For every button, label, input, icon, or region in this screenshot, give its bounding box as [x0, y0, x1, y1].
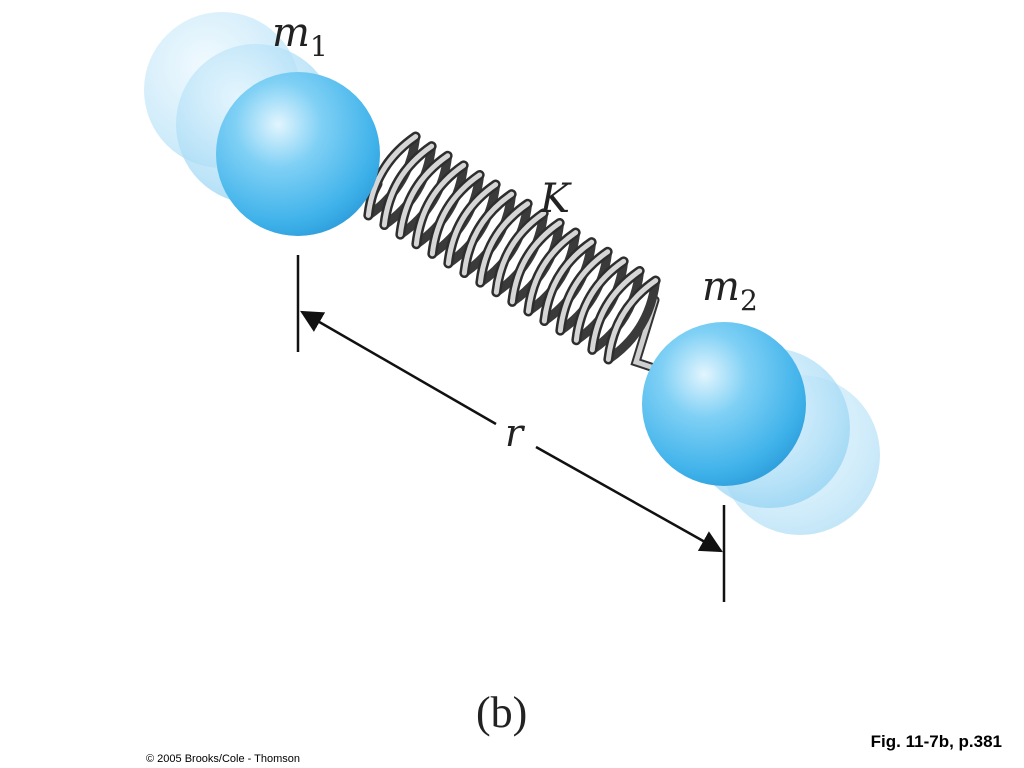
- mass2-label: m2: [702, 264, 758, 317]
- mass1-sphere: [216, 72, 380, 236]
- mass1-label: m1: [272, 10, 328, 63]
- spring: [337, 131, 665, 375]
- separation-arrow-right: [535, 445, 723, 553]
- separation-label: r: [505, 411, 526, 455]
- spring-coil-front: [605, 278, 659, 362]
- spring-coil-front: [477, 201, 531, 286]
- spring-coil-front: [397, 153, 451, 238]
- spring-coil-front: [557, 249, 611, 334]
- spring-coil-front: [541, 239, 595, 324]
- spring-constant-label: K: [539, 176, 572, 222]
- spring-coil-front: [381, 143, 435, 228]
- mass2-sphere: [642, 322, 806, 486]
- spring-coil-front: [525, 230, 579, 314]
- spring-coil-front: [493, 210, 547, 295]
- spring-coil-front: [589, 268, 643, 353]
- spring-coil-front: [429, 172, 483, 257]
- copyright-notice: © 2005 Brooks/Cole - Thomson: [146, 753, 301, 765]
- spring-coil-front: [445, 182, 499, 266]
- spring-coil-front: [509, 220, 563, 305]
- spring-coil-front: [365, 134, 419, 218]
- spring-coil-front: [413, 162, 467, 247]
- panel-label: (b): [476, 688, 527, 737]
- separation-arrow-left: [300, 310, 497, 426]
- spring-coil-front: [461, 191, 515, 276]
- figure-caption: Fig. 11-7b, p.381: [870, 732, 1002, 751]
- spring-coil-back: [603, 276, 661, 364]
- spring-coil-front: [573, 258, 627, 343]
